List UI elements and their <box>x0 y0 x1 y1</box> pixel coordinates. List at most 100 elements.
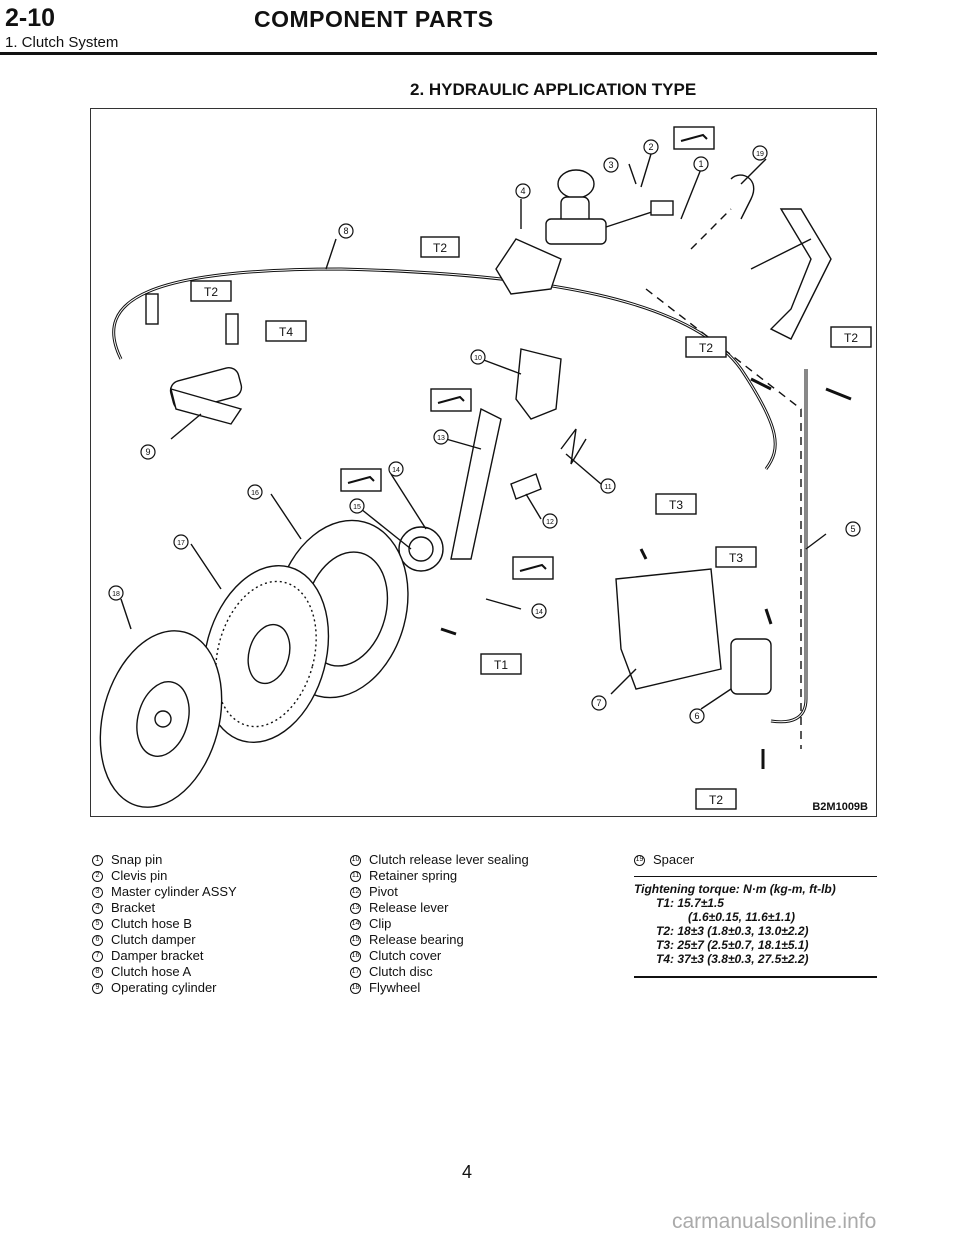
exploded-diagram: 1 2 3 4 5 6 7 8 9 10 11 12 13 14 15 16 1… <box>90 108 877 817</box>
legend-text: Release lever <box>369 900 449 915</box>
torque-t4: T4: 37±3 (3.8±0.3, 27.5±2.2) <box>656 952 809 966</box>
page-number: 4 <box>462 1162 473 1182</box>
callout-1: 1 <box>698 159 703 169</box>
tag-t1: T1 <box>494 658 508 672</box>
clutch-damper-shape <box>730 638 772 695</box>
callout-2: 2 <box>648 142 653 152</box>
tag-t3-a: T3 <box>669 498 683 512</box>
release-bearing-shape <box>398 526 444 572</box>
callout-19: 19 <box>756 151 764 158</box>
release-lever-shape <box>450 407 502 560</box>
pivot-shape <box>510 473 542 500</box>
legend-text: Clip <box>369 916 392 931</box>
legend-text: Clutch hose A <box>111 964 192 979</box>
legend-text: Clutch hose B <box>111 916 192 931</box>
callout-11: 11 <box>604 484 611 491</box>
tag-t2-d: T2 <box>844 331 858 345</box>
legend-item: 11 Retainer spring <box>350 868 529 884</box>
torque-heading: Tightening torque: N·m (kg-m, ft-lb) <box>634 882 836 896</box>
tag-t3-b: T3 <box>729 551 743 565</box>
legend-item: 13 Release lever <box>350 900 529 916</box>
legend-number: 4 <box>92 902 103 914</box>
callout-15: 15 <box>353 504 361 511</box>
torque-t1: T1: 15.7±1.5 <box>656 896 724 910</box>
legend-number: 7 <box>92 950 103 962</box>
legend-text: Damper bracket <box>111 948 204 963</box>
legend-number: 11 <box>350 870 361 882</box>
legend-number: 17 <box>350 966 361 978</box>
callout-6: 6 <box>694 711 699 721</box>
tag-t4: T4 <box>279 325 293 339</box>
bracket-shape <box>495 238 562 295</box>
legend-number: 2 <box>92 870 103 882</box>
legend-item: 9 Operating cylinder <box>92 980 237 996</box>
legend-item: 7 Damper bracket <box>92 948 237 964</box>
legend-text: Retainer spring <box>369 868 458 883</box>
callout-numbers: 1 2 3 4 5 6 7 8 9 10 11 12 13 14 15 16 1… <box>112 142 855 721</box>
pedal-shape <box>730 174 832 340</box>
damper-bracket-shape <box>615 568 722 690</box>
callout-14b: 14 <box>535 609 543 616</box>
watermark: carmanualsonline.info <box>672 1210 877 1233</box>
retainer-spring-shape <box>560 428 587 465</box>
header-title: COMPONENT PARTS <box>254 6 494 32</box>
legend-number: 13 <box>350 902 361 914</box>
torque-tags: T2 T2 T4 T2 T2 T3 T3 T1 T2 <box>190 236 872 810</box>
diagram-drawing: 1 2 3 4 5 6 7 8 9 10 11 12 13 14 15 16 1… <box>99 126 872 810</box>
legend-number: 9 <box>92 982 103 994</box>
callout-8: 8 <box>343 226 348 236</box>
legend-text: Bracket <box>111 900 156 915</box>
callout-16: 16 <box>251 490 259 497</box>
legend-number: 12 <box>350 886 361 898</box>
callout-5: 5 <box>850 524 855 534</box>
legend-item: 3 Master cylinder ASSY <box>92 884 237 900</box>
callout-markers <box>108 139 861 724</box>
legend-number: 14 <box>350 918 361 930</box>
lever-sealing-shape <box>515 348 562 420</box>
callout-12: 12 <box>546 519 554 526</box>
tag-t2-b: T2 <box>204 285 218 299</box>
callout-9: 9 <box>145 447 150 457</box>
callout-14: 14 <box>392 467 400 474</box>
callout-3: 3 <box>608 160 613 170</box>
legend-number: 3 <box>92 886 103 898</box>
legend-text: Clutch disc <box>369 964 433 979</box>
legend-number: 5 <box>92 918 103 930</box>
flywheel-shape <box>99 630 223 808</box>
callout-17: 17 <box>177 540 185 547</box>
legend-number: 18 <box>350 982 361 994</box>
legend-item: 18 Flywheel <box>350 980 529 996</box>
legend-item: 2 Clevis pin <box>92 868 237 884</box>
legend-text: Master cylinder ASSY <box>111 884 237 899</box>
legend-text: Snap pin <box>111 852 163 867</box>
callout-7: 7 <box>596 698 601 708</box>
legend-text: Flywheel <box>369 980 421 995</box>
header-code: 2-10 <box>5 4 56 32</box>
header-rule <box>0 52 877 55</box>
legend-number: 10 <box>350 854 361 866</box>
legend-number: 19 <box>634 854 645 866</box>
callout-18: 18 <box>112 591 120 598</box>
torque-t3: T3: 25±7 (2.5±0.7, 18.1±5.1) <box>656 938 809 952</box>
legend-number: 8 <box>92 966 103 978</box>
legend-item: 5 Clutch hose B <box>92 916 237 932</box>
torque-t2: T2: 18±3 (1.8±0.3, 13.0±2.2) <box>656 924 809 938</box>
tag-t2-c: T2 <box>699 341 713 355</box>
operating-cylinder-shape <box>145 293 243 425</box>
clutch-disc-shape <box>202 564 330 744</box>
torque-spec-box: Tightening torque: N·m (kg-m, ft-lb) T1:… <box>634 876 877 978</box>
legend-text: Clevis pin <box>111 868 168 883</box>
tag-t2-a: T2 <box>433 241 447 255</box>
legend-text: Operating cylinder <box>111 980 217 995</box>
legend-item: 8 Clutch hose A <box>92 964 237 980</box>
legend-item: 17 Clutch disc <box>350 964 529 980</box>
legend-number: 6 <box>92 934 103 946</box>
legend-item: 4 Bracket <box>92 900 237 916</box>
master-cylinder-shape <box>545 169 674 245</box>
